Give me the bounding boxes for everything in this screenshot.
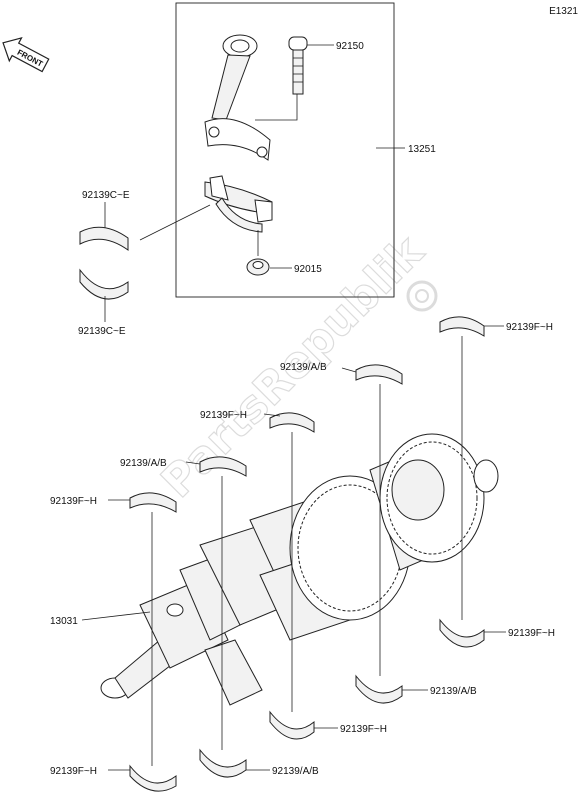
label-nut: 92015 xyxy=(294,264,322,275)
label-rod-bearing-lower: 92139C~E xyxy=(78,326,126,337)
main-bearing-r5-fh xyxy=(129,492,177,513)
leader-lines xyxy=(81,44,506,771)
main-bearing-r1-fh xyxy=(439,316,485,337)
conrod-nut xyxy=(246,258,270,276)
main-bearing-r3-fh xyxy=(269,412,315,433)
label-bearing-ab-r5: 92139/A/B xyxy=(272,766,319,777)
label-bearing-fh-r6: 92139F~H xyxy=(50,766,97,777)
rod-cap xyxy=(204,175,273,233)
label-bearing-fh-r1: 92139F~H xyxy=(506,322,553,333)
main-bearing-lower-r3 xyxy=(269,710,315,740)
label-bearing-ab-r4: 92139/A/B xyxy=(430,686,477,697)
front-arrow-icon: FRONT xyxy=(2,36,50,73)
connecting-rod xyxy=(204,34,271,161)
label-bearing-ab-r2: 92139/A/B xyxy=(120,458,167,469)
main-bearing-lower-r5 xyxy=(129,764,177,792)
label-bearing-fh-r2: 92139F~H xyxy=(200,410,247,421)
main-bearing-r2-ab xyxy=(355,364,403,385)
label-bearing-fh-r5: 92139F~H xyxy=(340,724,387,735)
conrod-bolt xyxy=(288,36,308,95)
label-rod-bearing-upper: 92139C~E xyxy=(82,190,130,201)
label-bearing-ab-r1: 92139/A/B xyxy=(280,362,327,373)
main-bearing-r4-ab xyxy=(199,456,247,477)
main-bearing-lower-r1 xyxy=(439,618,485,648)
bearing-to-cap-leader xyxy=(139,204,211,241)
main-bearing-lower-r4 xyxy=(199,748,247,778)
label-bearing-fh-r3: 92139F~H xyxy=(50,496,97,507)
rod-bearing-lower xyxy=(79,268,129,300)
label-bolt: 92150 xyxy=(336,41,364,52)
rod-bearing-upper xyxy=(79,226,129,251)
main-bearing-lower-r2 xyxy=(355,674,403,704)
label-bearing-fh-r4: 92139F~H xyxy=(508,628,555,639)
label-conrod-assy: 13251 xyxy=(408,144,436,155)
label-crankshaft: 13031 xyxy=(50,616,78,627)
diagram-code: E1321 xyxy=(549,6,578,17)
watermark-gear-icon xyxy=(406,280,438,312)
bolt-leader xyxy=(255,94,298,121)
